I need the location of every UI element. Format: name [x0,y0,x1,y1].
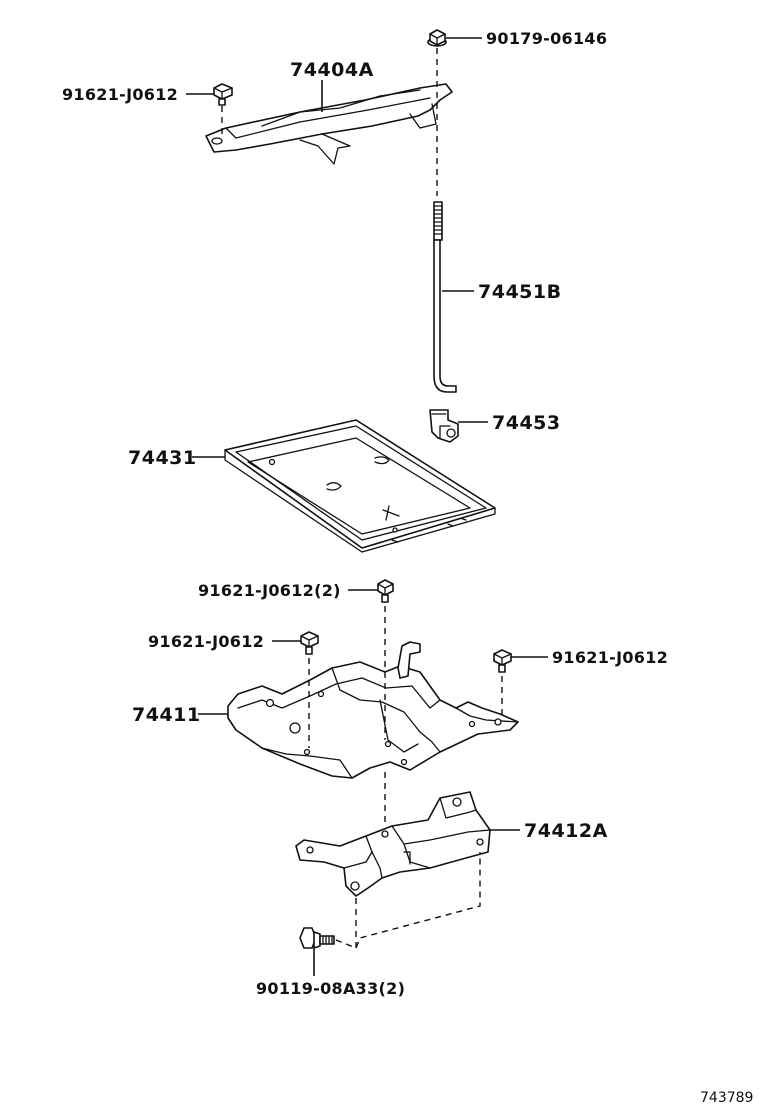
hook-bolt-74451B [433,201,457,393]
battery-clamp-74404A [205,83,453,165]
label-74411: 74411 [132,704,201,726]
label-90179-06146: 90179-06146 [486,29,607,48]
label-74451B: 74451B [478,281,562,303]
bolt-91621-center [377,579,394,740]
bolt-91621-left [300,631,319,748]
bolt-91621-clamp [213,83,233,134]
bolt-90119 [299,852,481,949]
label-90119-08A33: 90119-08A33(2) [256,979,405,998]
battery-tray-74431 [224,419,496,553]
label-91621-J0612-center: 91621-J0612(2) [198,581,341,600]
clip-74453 [429,409,459,443]
label-74453: 74453 [492,412,561,434]
label-74431: 74431 [128,447,197,469]
label-91621-J0612-top: 91621-J0612 [62,85,178,104]
label-91621-J0612-right: 91621-J0612 [552,648,668,667]
label-91621-J0612-left: 91621-J0612 [148,632,264,651]
nut-90179 [427,29,447,196]
label-74412A: 74412A [524,820,608,842]
battery-carrier-74411 [227,641,519,779]
bolt-91621-right [493,649,512,718]
label-74404A: 74404A [290,59,374,81]
bracket-74412A [295,791,491,897]
figure-id: 743789 [700,1090,753,1106]
